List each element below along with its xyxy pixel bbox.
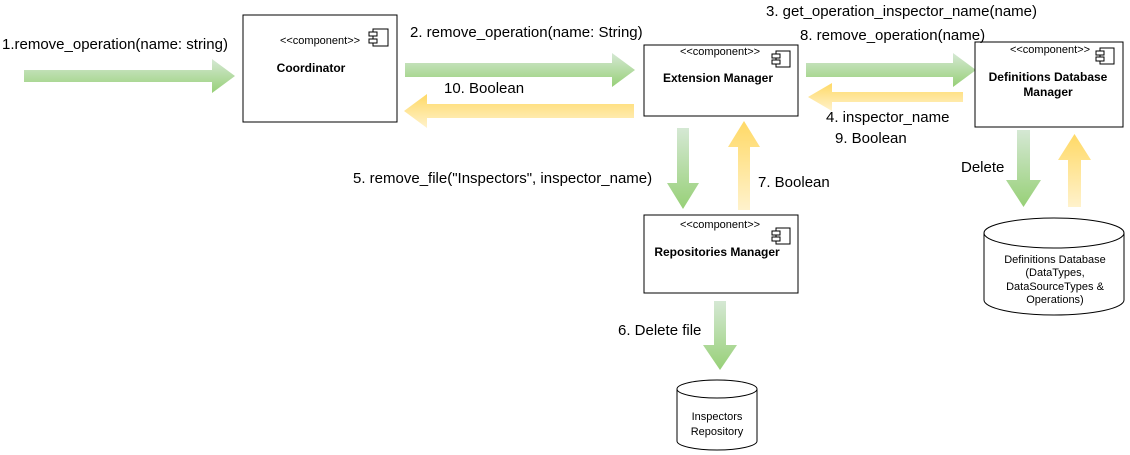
label-message-9: 9. Boolean — [835, 130, 907, 147]
label-delete: Delete — [961, 159, 1004, 176]
arrow-7-boolean — [728, 121, 760, 210]
extension-manager-stereotype: <<component>> — [680, 46, 760, 58]
label-message-6: 6. Delete file — [618, 322, 701, 339]
inspectors-repo-line2: Repository — [691, 426, 744, 438]
arrow-definitions-db-return — [1058, 134, 1091, 207]
definitions-manager-name-line1: Definitions Database — [989, 70, 1108, 84]
definitions-manager-name-line2: Manager — [1023, 85, 1073, 99]
label-message-10: 10. Boolean — [444, 80, 524, 97]
arrow-4-9-from-definitions-manager — [808, 83, 963, 111]
arrow-delete — [1006, 130, 1041, 207]
component-icon — [771, 50, 791, 68]
component-coordinator: <<component>> Coordinator — [242, 14, 398, 123]
extension-manager-name: Extension Manager — [663, 71, 773, 85]
component-icon — [1095, 47, 1115, 65]
arrow-10-boolean — [404, 94, 634, 128]
component-icon — [368, 28, 389, 47]
label-message-7: 7. Boolean — [758, 174, 830, 191]
database-inspectors-repository: Inspectors Repository — [676, 379, 758, 451]
definitions-db-line4: Operations) — [1026, 294, 1083, 306]
inspectors-repo-line1: Inspectors — [692, 411, 743, 423]
component-icon — [771, 227, 791, 245]
label-message-4: 4. inspector_name — [826, 109, 949, 126]
coordinator-stereotype: <<component>> — [280, 35, 360, 47]
coordinator-name: Coordinator — [277, 61, 346, 75]
repositories-manager-name: Repositories Manager — [654, 245, 780, 259]
definitions-db-line3: DataSourceTypes & — [1006, 281, 1104, 293]
definitions-db-line2: (DataTypes, — [1025, 267, 1084, 279]
label-message-1: 1.remove_operation(name: string) — [2, 36, 228, 53]
label-message-2: 2. remove_operation(name: String) — [410, 24, 643, 41]
repositories-manager-stereotype: <<component>> — [680, 219, 760, 231]
arrow-6-delete-file — [703, 301, 737, 370]
label-message-8: 8. remove_operation(name) — [800, 27, 985, 44]
component-definitions-database-manager: <<component>> Definitions Database Manag… — [974, 41, 1124, 128]
component-extension-manager: <<component>> Extension Manager — [643, 44, 799, 117]
database-definitions: Definitions Database (DataTypes, DataSou… — [983, 217, 1125, 316]
definitions-db-line1: Definitions Database — [1004, 254, 1106, 266]
component-repositories-manager: <<component>> Repositories Manager — [643, 214, 799, 294]
arrow-1-remove-operation — [24, 59, 235, 93]
label-message-5: 5. remove_file("Inspectors", inspector_n… — [353, 170, 652, 187]
label-message-3: 3. get_operation_inspector_name(name) — [766, 3, 1037, 20]
arrow-5-remove-file — [667, 128, 699, 209]
arrow-3-8-to-definitions-manager — [806, 53, 976, 87]
definitions-manager-stereotype: <<component>> — [1010, 44, 1090, 56]
arrow-2-remove-operation — [405, 53, 635, 87]
